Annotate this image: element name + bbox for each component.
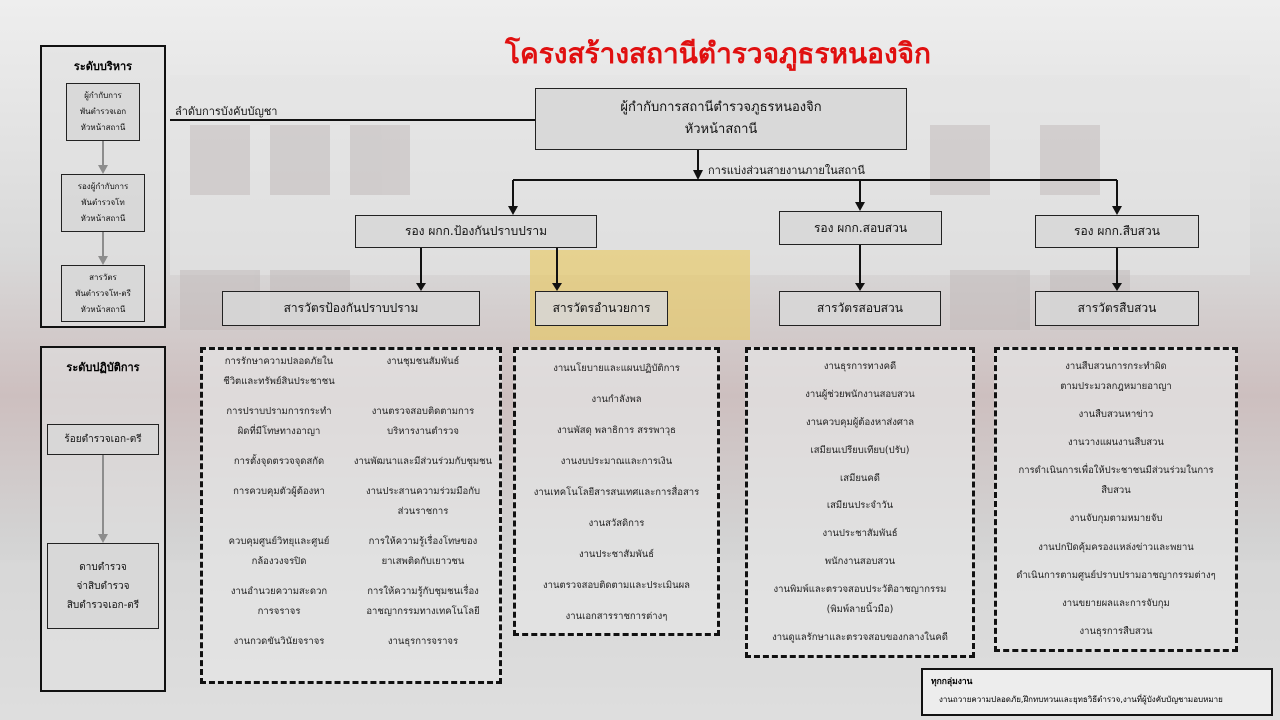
task-item: งานประชาสัมพันธ์ <box>822 528 898 540</box>
task-item: เสมียนเปรียบเทียบ(ปรับ) <box>810 444 910 456</box>
admin-box-superintendent: ผู้กำกับการพันตำรวจเอกหัวหน้าสถานี <box>66 83 140 141</box>
task-item: งานพิมพ์และตรวจสอบประวัติอาชญากรรม (พิมพ… <box>773 584 947 616</box>
task-item: งานปกปิดคุ้มครองแหล่งข่าวและพยาน <box>1038 541 1194 553</box>
task-item: งานงบประมาณและการเงิน <box>560 455 673 467</box>
rank-line: ดาบตำรวจ <box>79 561 127 573</box>
task-item: งานธุรการทางคดี <box>823 360 897 372</box>
task-item: งานสวัสดิการ <box>588 518 645 530</box>
task-item: งานพัฒนาและมีส่วนร่วมกับชุมชน <box>353 456 493 467</box>
task-item: งานอำนวยความสะดวก การจราจร <box>230 586 328 617</box>
task-item: งานธุรการจราจร <box>387 636 459 647</box>
footer-note-box: ทุกกลุ่มงาน งานถวายความปลอดภัย,ฝึกทบทวนแ… <box>921 668 1273 716</box>
admin-box-deputy: รองผู้กำกับการพันตำรวจโทหัวหน้าสถานี <box>61 174 145 232</box>
operational-level-panel: ระดับปฏิบัติการ <box>40 346 166 692</box>
rank-line: ผู้กำกับการ <box>84 91 122 100</box>
task-item: งานตรวจสอบติดตามการ บริหารงานตำรวจ <box>371 406 475 437</box>
task-item: เสมียนคดี <box>840 472 880 484</box>
task-item: งานนโยบายและแผนปฏิบัติการ <box>553 362 680 374</box>
task-item: งานเทคโนโลยีสารสนเทศและการสื่อสาร <box>533 486 700 498</box>
task-item: งานเอกสารราชการต่างๆ <box>565 611 668 623</box>
task-item: การให้ความรู้กับชุมชนเรื่อง อาชญากรรมทาง… <box>366 586 480 617</box>
task-item: งานชุมชนสัมพันธ์ <box>386 356 460 367</box>
command-chain-label: ลำดับการบังคับบัญชา <box>175 105 278 118</box>
deputy-inquiry-box: รอง ผกก.สืบสวน <box>1035 215 1199 248</box>
task-item: งานขยายผลและการจับกุม <box>1062 597 1170 609</box>
rank-line: พันตำรวจโท-ตรี <box>75 288 131 298</box>
task-item: การดำเนินการเพื่อให้ประชาชนมีส่วนร่วมในก… <box>1018 465 1214 497</box>
task-item: งานจับกุมตามหมายจับ <box>1069 513 1163 525</box>
admin-box-inspector: สารวัตรพันตำรวจโท-ตรีหัวหน้าสถานี <box>61 265 145 322</box>
task-item: งานประชาสัมพันธ์ <box>578 549 655 561</box>
task-item: พนักงานสอบสวน <box>824 556 896 568</box>
admin-tasks-box: งานนโยบายและแผนปฏิบัติการงานกำลังพลงานพั… <box>513 347 720 636</box>
chart-title: โครงสร้างสถานีตำรวจภูธรหนองจิก <box>504 37 931 70</box>
task-item: งานประสานความร่วมมือกับ ส่วนราชการ <box>365 486 481 517</box>
task-item: งานผู้ช่วยพนักงานสอบสวน <box>805 388 915 400</box>
rank-line: สิบตำรวจเอก-ตรี <box>66 599 140 611</box>
task-item: การรักษาความปลอดภัยใน ชีวิตและทรัพย์สินป… <box>223 356 335 387</box>
task-item: งานควบคุมผู้ต้องหาส่งศาล <box>805 416 915 428</box>
prevention-tasks-box: การรักษาความปลอดภัยใน ชีวิตและทรัพย์สินป… <box>200 347 502 684</box>
footer-text: งานถวายความปลอดภัย,ฝึกทบทวนและยุทธวิธีตำ… <box>939 695 1223 704</box>
division-label: การแบ่งส่วนสายงานภายในสถานี <box>708 164 865 177</box>
rank-line: พันตำรวจเอก <box>79 107 127 116</box>
rank-line: รองผู้กำกับการ <box>77 182 129 191</box>
task-item: งานสืบสวนการกระทำผิด ตามประมวลกฎหมายอาญา <box>1060 361 1172 393</box>
task-item: การควบคุมตัวผู้ต้องหา <box>233 486 325 497</box>
deputy-prevention-box: รอง ผกก.ป้องกันปราบปราม <box>355 215 597 248</box>
inquiry-tasks-box: งานสืบสวนการกระทำผิด ตามประมวลกฎหมายอาญา… <box>994 347 1238 652</box>
deputy-investigation-box: รอง ผกก.สอบสวน <box>779 211 942 245</box>
op-box-officers: ร้อยตำรวจเอก-ตรี <box>47 424 159 455</box>
admin-level-heading: ระดับบริหาร <box>73 60 133 73</box>
rank-line: พันตำรวจโท <box>81 198 125 207</box>
operational-level-heading: ระดับปฏิบัติการ <box>66 361 140 374</box>
station-chief-box: ผู้กำกับการสถานีตำรวจภูธรหนองจิก หัวหน้า… <box>535 88 907 150</box>
task-item: งานดูแลรักษาและตรวจสอบของกลางในคดี <box>772 631 948 643</box>
task-item: การปราบปรามการกระทำ ผิดที่มีโทษทางอาญา <box>226 406 332 437</box>
task-item: งานกวดขันวินัยจราจร <box>233 636 325 647</box>
task-item: งานธุรการสืบสวน <box>1079 625 1153 637</box>
rank-line: จ่าสิบตำรวจ <box>76 580 130 592</box>
task-item: การตั้งจุดตรวจจุดสกัด <box>233 456 325 467</box>
inspector-admin-box: สารวัตรอำนวยการ <box>535 291 668 326</box>
task-item: งานสืบสวนหาข่าว <box>1078 409 1154 421</box>
task-item: ดำเนินการตามศูนย์ปราบปรามอาชญากรรมต่างๆ <box>1016 569 1216 581</box>
inspector-prevention-box: สารวัตรป้องกันปราบปราม <box>222 291 480 326</box>
rank-line: หัวหน้าสถานี <box>80 214 126 223</box>
task-item: งานตรวจสอบติดตามและประเมินผล <box>543 580 690 592</box>
footer-heading: ทุกกลุ่มงาน <box>931 677 973 687</box>
rank-line: หัวหน้าสถานี <box>80 304 126 314</box>
investigation-tasks-box: งานธุรการทางคดีงานผู้ช่วยพนักงานสอบสวนงา… <box>745 347 975 658</box>
rank-line: หัวหน้าสถานี <box>80 123 126 132</box>
task-item: ควบคุมศูนย์วิทยุและศูนย์ กล้องวงจรปิด <box>228 536 330 567</box>
task-item: เสมียนประจำวัน <box>826 500 894 512</box>
op-box-nco: ดาบตำรวจจ่าสิบตำรวจสิบตำรวจเอก-ตรี <box>47 543 159 629</box>
task-item: งานกำลังพล <box>591 393 642 405</box>
inspector-inquiry-box: สารวัตรสืบสวน <box>1035 291 1199 326</box>
task-item: งานวางแผนงานสืบสวน <box>1068 437 1164 449</box>
task-item: การให้ความรู้เรื่องโทษของ ยาเสพติดกับเยา… <box>368 536 478 567</box>
station-chief-title: ผู้กำกับการสถานีตำรวจภูธรหนองจิก <box>620 100 822 115</box>
task-item: งานพัสดุ พลาธิการ สรรพาวุธ <box>557 424 676 436</box>
station-chief-role: หัวหน้าสถานี <box>684 122 758 137</box>
inspector-investigation-box: สารวัตรสอบสวน <box>779 291 941 326</box>
rank-line: สารวัตร <box>89 272 117 282</box>
